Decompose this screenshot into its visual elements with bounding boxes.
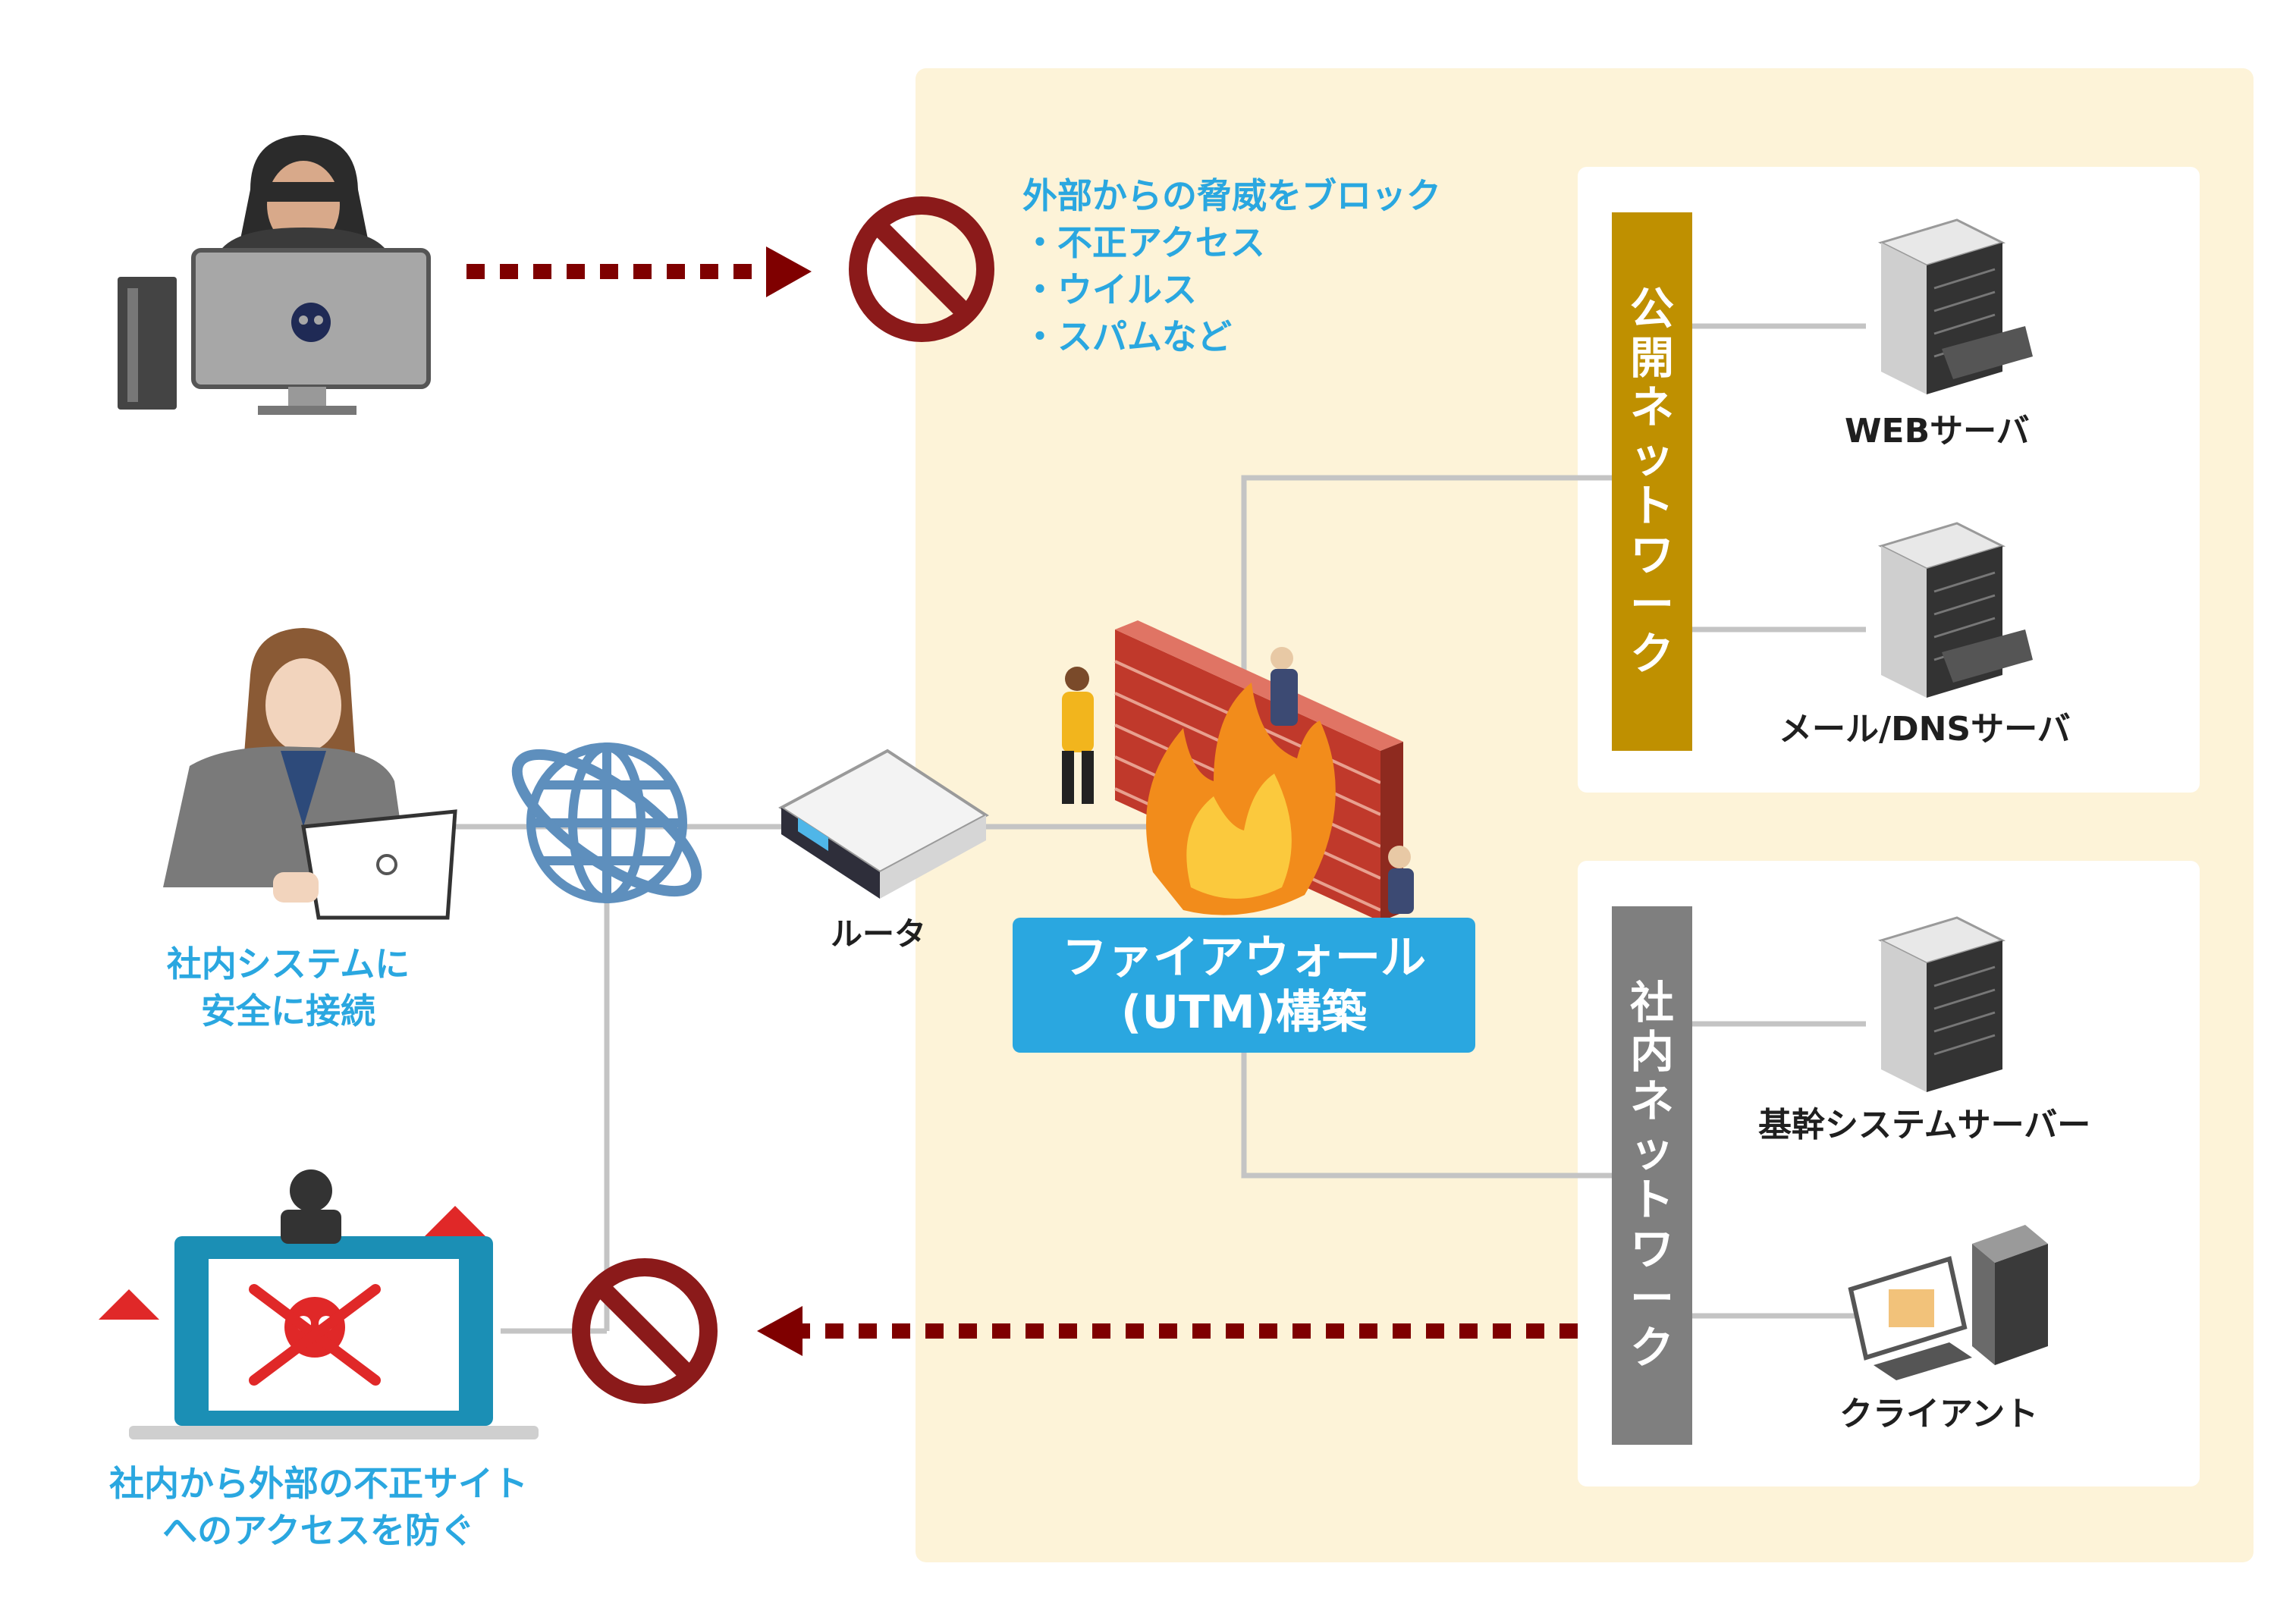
mail-dns-server-label: メール/DNSサーバ (1779, 710, 2071, 749)
client-pc-icon (1848, 1225, 2048, 1380)
internet-globe-icon (511, 742, 702, 903)
mail-dns-server-icon (1877, 522, 2033, 698)
prevent-caption: 社内から外部の不正サイト へのアクセスを防ぐ (53, 1460, 584, 1554)
prevent-line1: 社内から外部の不正サイト (109, 1463, 528, 1504)
network-lines (448, 323, 1866, 1334)
firewall-line1: ファイアウォール (1062, 931, 1426, 984)
fire-icon (1146, 683, 1336, 915)
workers-icon (1062, 647, 1414, 914)
threat-item-virus: ・ウイルス (1022, 269, 1197, 310)
public-network-label: 公 開 ネ ッ ト ワ ー ク (1612, 212, 1692, 751)
prevent-arrow (757, 1306, 1578, 1356)
secure-user-line1: 社内システムに (166, 943, 410, 984)
block-sign-top (849, 196, 994, 342)
firewall-box: ファイアウォール (UTM)構築 (1013, 918, 1475, 1053)
prevent-line2: へのアクセスを防ぐ (162, 1510, 475, 1552)
router-label: ルータ (831, 915, 927, 953)
firewall-line2: (UTM)構築 (1120, 986, 1368, 1039)
core-system-server-icon (1877, 916, 2006, 1092)
threat-block-title: 外部からの脅威をブロック (1022, 175, 1441, 216)
client-label: クライアント (1839, 1395, 2039, 1433)
router-icon (778, 749, 989, 899)
block-sign-bottom (572, 1258, 718, 1404)
web-server-icon (1877, 218, 2033, 394)
threat-item-spam: ・スパムなど (1022, 316, 1232, 357)
core-system-server-label: 基幹システムサーバー (1758, 1106, 2091, 1144)
hacker-icon (118, 135, 431, 415)
compromised-laptop-icon (99, 1169, 539, 1439)
secure-user-line2: 安全に接続 (201, 990, 375, 1032)
secure-user-caption: 社内システムに 安全に接続 (121, 940, 455, 1034)
user-with-laptop-icon (163, 628, 457, 920)
threat-arrow (466, 246, 812, 297)
threat-item-unauthorized-access: ・不正アクセス (1022, 222, 1265, 263)
internal-network-label: 社 内 ネ ッ ト ワ ー ク (1612, 906, 1692, 1445)
web-server-label: WEBサーバ (1845, 412, 2030, 450)
